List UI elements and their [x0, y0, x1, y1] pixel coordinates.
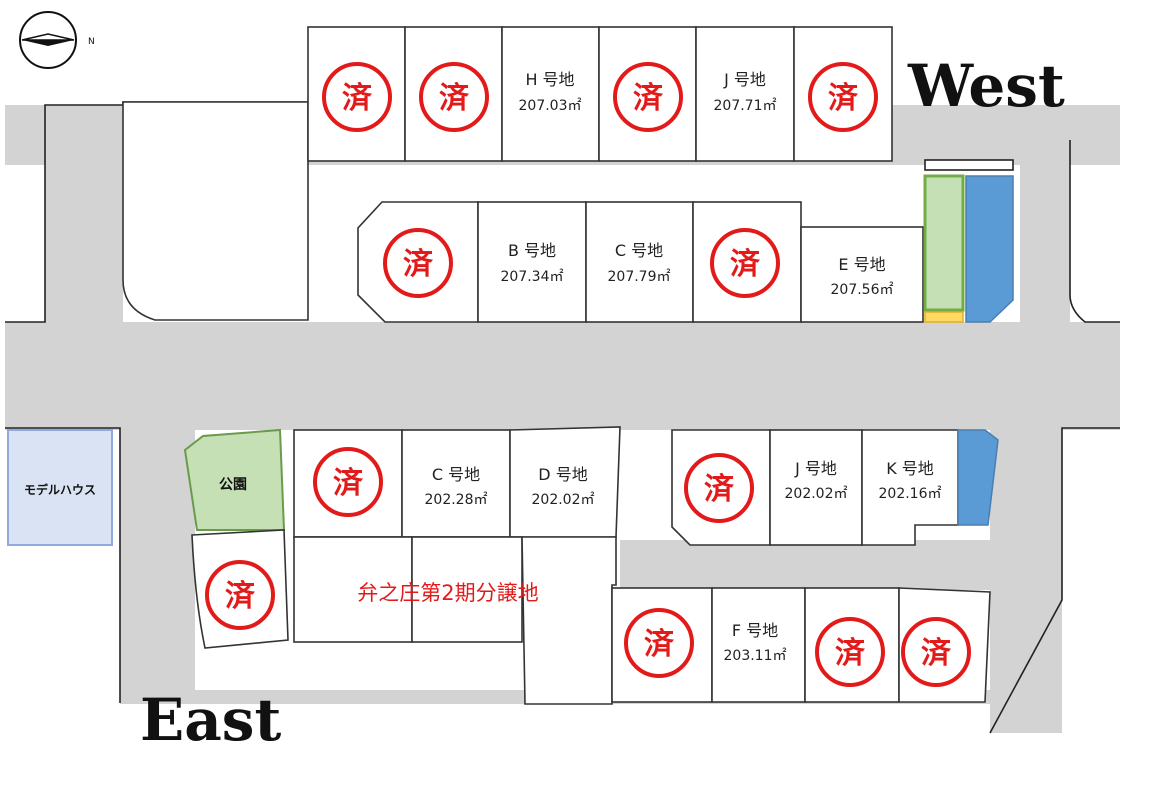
- lot-north-J: [695, 26, 795, 162]
- outline-east-lower: [989, 427, 1120, 734]
- small-strip: [924, 159, 1014, 171]
- dev-lot-1: [293, 536, 413, 643]
- sold-marker: 済: [419, 62, 489, 132]
- park: [183, 428, 286, 531]
- road-network: [5, 105, 1120, 733]
- compass-needle-black: [22, 40, 74, 46]
- yellow-strip: [924, 311, 964, 323]
- lot-mid-E-name: E 号地: [838, 255, 885, 274]
- sold-marker: 済: [710, 228, 780, 298]
- svg-text:済: 済: [644, 627, 675, 662]
- compass-north-label: N: [88, 37, 95, 47]
- blue-plot-north: [965, 175, 1014, 323]
- svg-text:済: 済: [730, 247, 761, 282]
- svg-text:済: 済: [704, 472, 735, 507]
- lot-north-J-name: J 号地: [723, 70, 766, 89]
- lot-south-D-area: 202.02㎡: [532, 492, 595, 508]
- lot-mid-E-area: 207.56㎡: [831, 282, 894, 298]
- lot-mid-C-name: C 号地: [615, 241, 663, 260]
- svg-text:済: 済: [633, 81, 664, 116]
- development-label: 弁之庄第2期分譲地: [357, 581, 538, 605]
- sold-marker: 済: [808, 62, 878, 132]
- lot-mid-C-area: 207.79㎡: [608, 269, 671, 285]
- lot-south-D-name: D 号地: [538, 465, 587, 484]
- svg-text:済: 済: [921, 636, 952, 671]
- park-label: 公園: [219, 477, 247, 493]
- compass: N: [19, 11, 95, 69]
- lot-mid-B-name: B 号地: [508, 241, 556, 260]
- outline-south-west: [5, 427, 121, 703]
- road-south-east: [990, 428, 1062, 733]
- dev-lot-2: [411, 536, 523, 643]
- lot-row-south-b: [671, 429, 999, 546]
- lot-mid-C: [585, 201, 694, 323]
- lot-south-J-area: 202.02㎡: [785, 486, 848, 502]
- blue-plot-south: [957, 429, 999, 526]
- lot-north-H: [501, 26, 600, 162]
- lot-south-F-name: F 号地: [732, 621, 778, 640]
- lot-south-J-name: J 号地: [794, 459, 837, 478]
- model-house: [7, 429, 113, 546]
- sold-marker: 済: [624, 608, 694, 678]
- green-strip: [923, 174, 965, 312]
- dev-lot-3: [521, 536, 617, 705]
- lot-south-C-name: C 号地: [432, 465, 480, 484]
- development-area: 弁之庄第2期分譲地: [293, 536, 617, 705]
- lot-north-H-area: 207.03㎡: [519, 98, 582, 114]
- sold-marker: 済: [322, 62, 392, 132]
- road-south-inner: [620, 540, 992, 590]
- svg-text:済: 済: [835, 636, 866, 671]
- lot-row-north: [307, 26, 893, 162]
- lot-south-J: [769, 429, 863, 546]
- direction-east-label: East: [140, 686, 281, 754]
- lot-mid-E: [800, 226, 924, 323]
- sold-marker: 済: [815, 617, 885, 687]
- sold-marker: 済: [205, 560, 275, 630]
- sold-marker: 済: [313, 447, 383, 517]
- existing-building: [122, 101, 309, 321]
- road-main: [5, 322, 1120, 430]
- lot-south-F: [711, 587, 806, 703]
- lot-mid-B: [477, 201, 587, 323]
- svg-text:済: 済: [403, 247, 434, 282]
- sold-marker: 済: [383, 228, 453, 298]
- svg-text:済: 済: [342, 81, 373, 116]
- lot-mid-B-area: 207.34㎡: [501, 269, 564, 285]
- outline-east-upper: [1069, 140, 1120, 323]
- lot-south-K-name: K 号地: [886, 459, 934, 478]
- lot-row-middle: [357, 201, 924, 323]
- road-east-spur: [1020, 140, 1070, 325]
- model-house-label: モデルハウス: [24, 482, 96, 497]
- sold-marker: 済: [684, 453, 754, 523]
- lot-labels: H 号地 207.03㎡ J 号地 207.71㎡ B 号地 207.34㎡ C…: [425, 70, 942, 664]
- lot-south-K-area: 202.16㎡: [879, 486, 942, 502]
- direction-west-label: West: [907, 52, 1065, 120]
- lot-south-C-area: 202.28㎡: [425, 492, 488, 508]
- sold-marker: 済: [613, 62, 683, 132]
- road-west-spur: [45, 105, 123, 325]
- svg-text:済: 済: [225, 579, 256, 614]
- sold-marker: 済: [901, 617, 971, 687]
- svg-text:済: 済: [333, 466, 364, 501]
- sold-markers: 済 済 済 済 済 済 済 済 済 済 済 済: [205, 62, 971, 687]
- lot-south-F-area: 203.11㎡: [724, 648, 787, 664]
- svg-text:済: 済: [439, 81, 470, 116]
- lot-north-H-name: H 号地: [525, 70, 574, 89]
- lot-north-J-area: 207.71㎡: [714, 98, 777, 114]
- svg-text:済: 済: [828, 81, 859, 116]
- road-south-west: [120, 428, 195, 703]
